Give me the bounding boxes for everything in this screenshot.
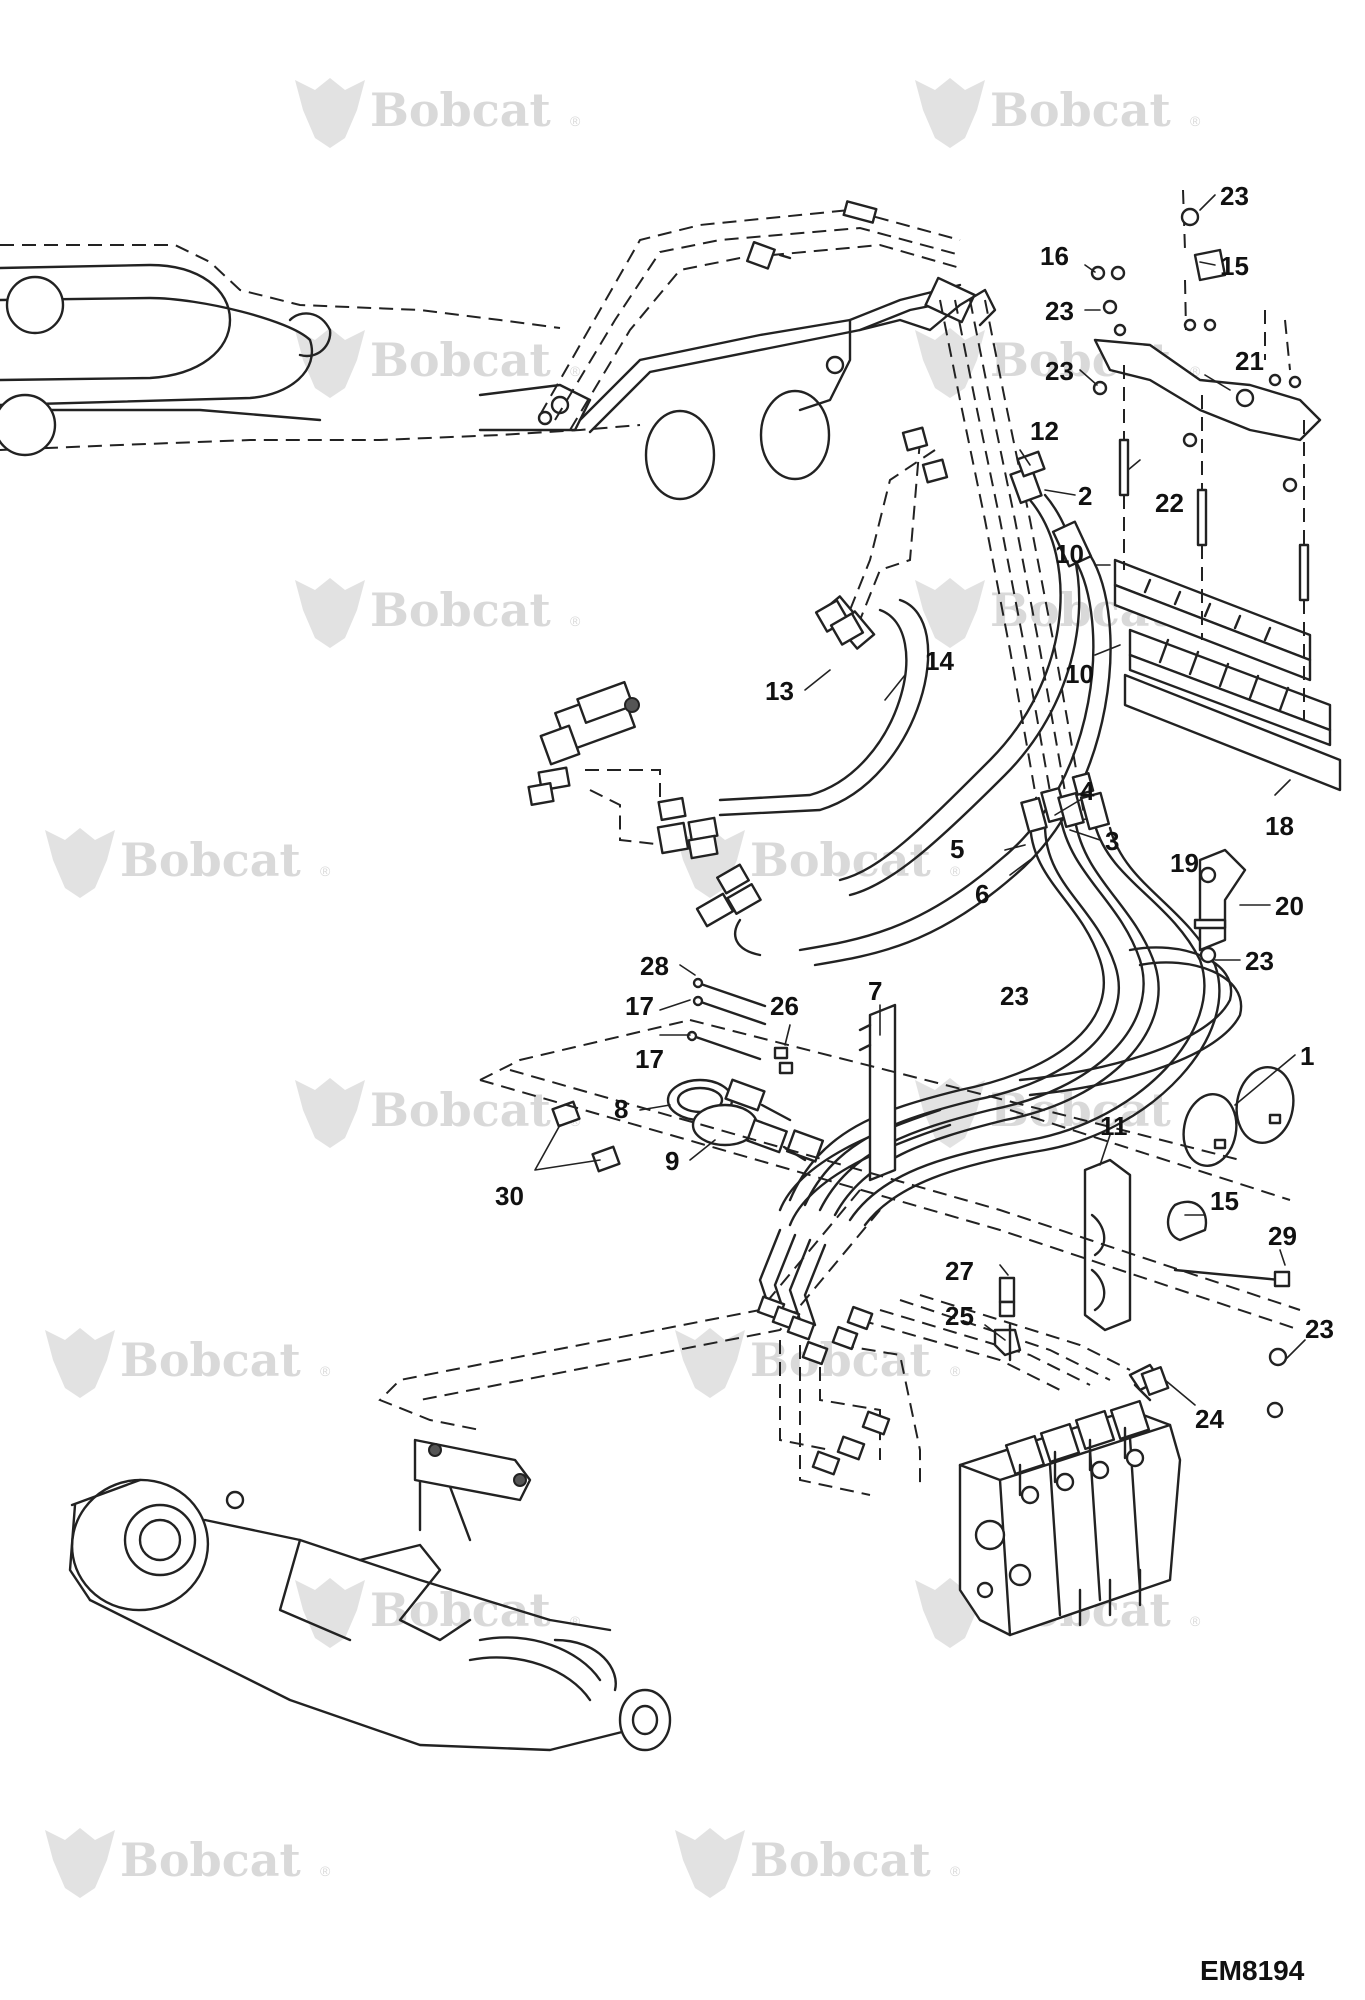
misc-small-parts: [993, 1200, 1291, 1419]
watermark-registered-mark: ®: [950, 863, 961, 879]
callout-23a: 23: [1220, 181, 1249, 211]
watermark-logo-mark: [295, 578, 365, 648]
callout-24: 24: [1195, 1404, 1224, 1434]
watermark-text: Bobcat: [750, 833, 932, 887]
lift-cylinder: [68, 1438, 672, 1752]
callout-15a: 15: [1220, 251, 1249, 281]
fitting-13: [814, 426, 949, 646]
callout-18: 18: [1265, 811, 1294, 841]
callout-2: 2: [1078, 481, 1092, 511]
callout-15b: 15: [1210, 1186, 1239, 1216]
callout-3: 3: [1105, 826, 1119, 856]
boom-arm: [0, 244, 831, 501]
callout-23c: 23: [1045, 356, 1074, 386]
watermark-logo-mark: [45, 1328, 115, 1398]
callout-8: 8: [614, 1094, 628, 1124]
callout-12: 12: [1030, 416, 1059, 446]
watermark-logo-mark: [915, 328, 985, 398]
bracket-7: [858, 1003, 897, 1182]
callout-28: 28: [640, 951, 669, 981]
watermark-text: Bobcat: [370, 1583, 552, 1637]
watermark-text: Bobcat: [120, 833, 302, 887]
callout-16: 16: [1040, 241, 1069, 271]
watermark-registered-mark: ®: [570, 613, 581, 629]
callout-23d: 23: [1245, 946, 1274, 976]
lower-left-fittings: [695, 863, 762, 957]
top-fasteners: [1090, 207, 1302, 493]
leader-lines: [534, 194, 1306, 1406]
watermark-text: Bobcat: [990, 1083, 1172, 1137]
watermark-logo-mark: [915, 578, 985, 648]
long-hoses: [849, 299, 1086, 821]
hose-clamps-1: [1182, 1066, 1295, 1167]
hose-group-10: [718, 450, 1112, 967]
watermark-text: Bobcat: [990, 83, 1172, 137]
callout-21: 21: [1235, 346, 1264, 376]
callout-6: 6: [975, 879, 989, 909]
control-valve: [958, 1366, 1182, 1637]
callout-1: 1: [1300, 1041, 1314, 1071]
watermark-text: Bobcat: [370, 83, 552, 137]
callout-10b: 10: [1065, 659, 1094, 689]
watermark-logo-mark: [295, 1578, 365, 1648]
watermark-registered-mark: ®: [950, 1863, 961, 1879]
bracket-20: [1193, 848, 1247, 964]
callout-17a: 17: [625, 991, 654, 1021]
watermark-registered-mark: ®: [570, 1613, 581, 1629]
dashed-routing-left: [378, 1019, 1301, 1431]
callout-23f: 23: [1000, 981, 1029, 1011]
watermark-logo-mark: [915, 78, 985, 148]
watermark-layer: Bobcat ® Bobcat ® Bobcat ® Bobcat ® Bobcat ® Bobca…: [45, 78, 1201, 1898]
watermark-registered-mark: ®: [1190, 363, 1201, 379]
callout-22: 22: [1155, 488, 1184, 518]
watermark-registered-mark: ®: [950, 1363, 961, 1379]
watermark-registered-mark: ®: [570, 113, 581, 129]
watermark-registered-mark: ®: [320, 863, 331, 879]
callout-4: 4: [1080, 776, 1095, 806]
watermark-text: Bobcat: [120, 1833, 302, 1887]
callout-14: 14: [925, 646, 954, 676]
callout-11: 11: [1100, 1111, 1128, 1141]
watermark-text: Bobcat: [370, 1083, 552, 1137]
watermark-registered-mark: ®: [1190, 113, 1201, 129]
diverter-valve: [527, 680, 719, 860]
watermark-text: Bobcat: [120, 1333, 302, 1387]
watermark-logo-mark: [295, 78, 365, 148]
left-fasteners: [551, 977, 825, 1173]
callout-9: 9: [665, 1146, 679, 1176]
drawing-code: EM8194: [1200, 1955, 1305, 1986]
watermark-logo-mark: [675, 1328, 745, 1398]
callout-19: 19: [1170, 848, 1199, 878]
watermark-logo-mark: [675, 1828, 745, 1898]
clamp-assembly: [1093, 189, 1342, 792]
callout-27: 27: [945, 1256, 974, 1286]
valve-fittings: [779, 1294, 1131, 1496]
callout-labels: 1 2 3 4 5 6 7 8 9 10 10 11 12 13 14 15 1…: [495, 181, 1334, 1434]
watermark-registered-mark: ®: [320, 1363, 331, 1379]
callout-30: 30: [495, 1181, 524, 1211]
callout-20: 20: [1275, 891, 1304, 921]
callout-5: 5: [950, 834, 964, 864]
callout-7: 7: [868, 976, 882, 1006]
callout-10a: 10: [1055, 539, 1084, 569]
callout-23e: 23: [1305, 1314, 1334, 1344]
watermark-logo-mark: [45, 1828, 115, 1898]
watermark-text: Bobcat: [370, 333, 552, 387]
callout-25: 25: [945, 1301, 974, 1331]
top-hose-bundle: [539, 200, 997, 434]
callout-13: 13: [765, 676, 794, 706]
callout-17b: 17: [635, 1044, 664, 1074]
callout-26: 26: [770, 991, 799, 1021]
watermark-registered-mark: ®: [320, 1863, 331, 1879]
valve-hoses: [756, 1228, 827, 1341]
watermark-registered-mark: ®: [570, 363, 581, 379]
callout-23b: 23: [1045, 296, 1074, 326]
watermark-text: Bobcat: [370, 583, 552, 637]
watermark-text: Bobcat: [750, 1833, 932, 1887]
watermark-registered-mark: ®: [1190, 1613, 1201, 1629]
callout-29: 29: [1268, 1221, 1297, 1251]
watermark-logo-mark: [295, 1078, 365, 1148]
watermark-logo-mark: [45, 828, 115, 898]
